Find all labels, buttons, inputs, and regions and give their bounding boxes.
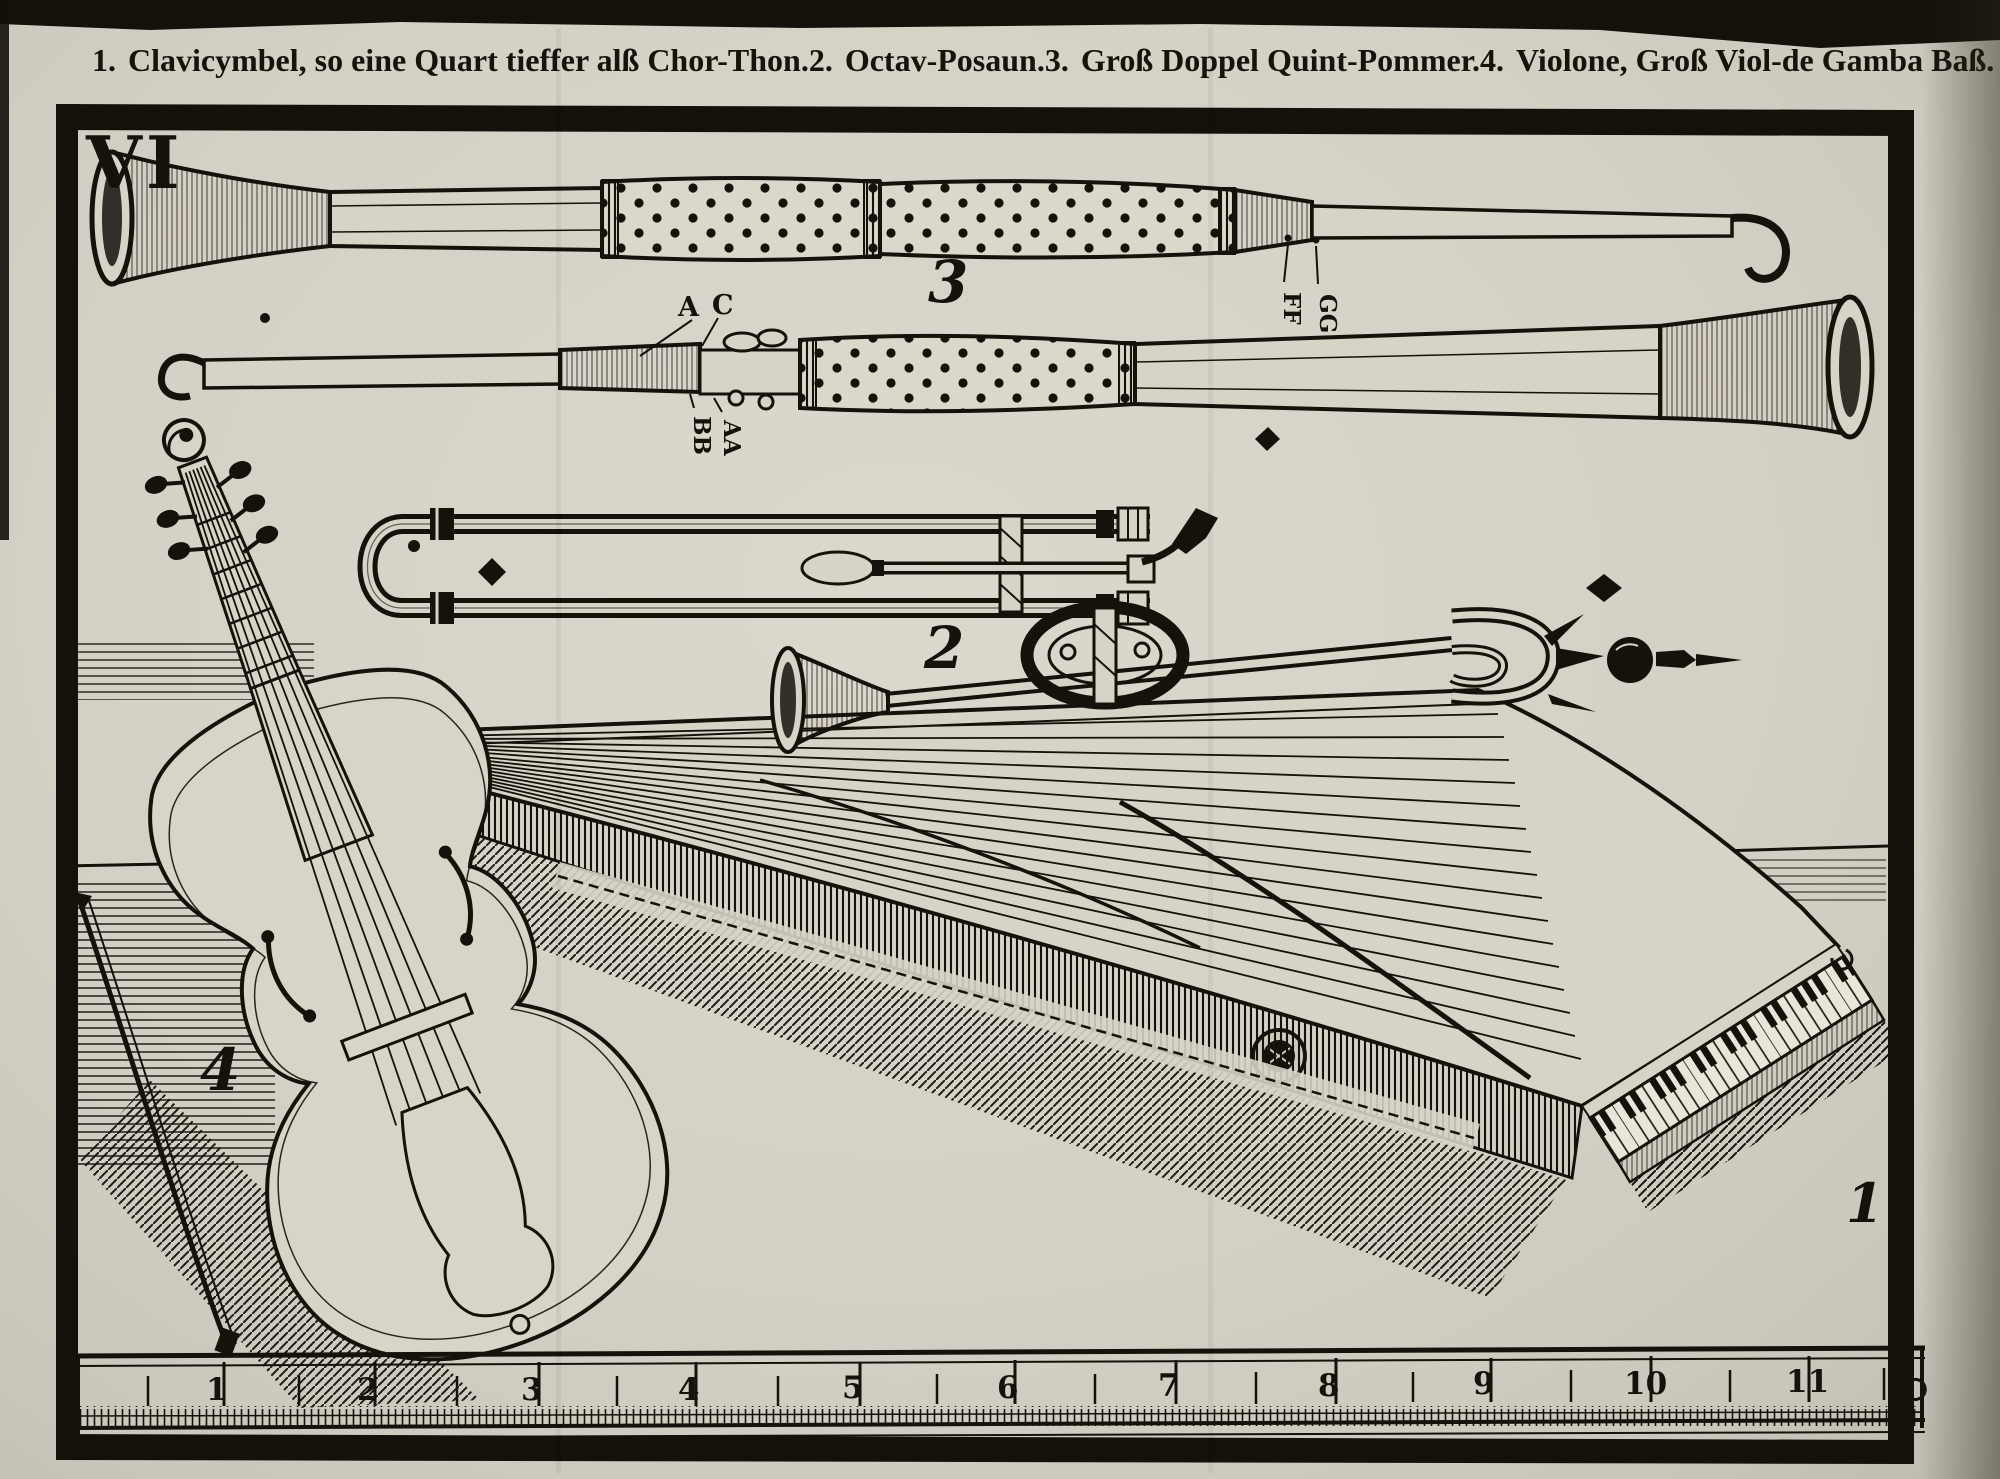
tailpiece	[400, 1085, 555, 1318]
ruler-half-ticks	[146, 1368, 1886, 1406]
hole-letter-c: C	[712, 290, 734, 321]
posaun-number: 2	[923, 614, 964, 682]
pommer-joint	[558, 341, 702, 395]
pommer-body	[1133, 323, 1662, 421]
hole-letter-ff: FF	[1278, 292, 1305, 325]
caption-item-posaun: 2. Octav-Posaun.	[809, 42, 1045, 79]
pommer-crook-tube	[1310, 204, 1734, 240]
svg-text:5: 5	[842, 1370, 864, 1406]
hitch-rail	[759, 778, 1201, 950]
caption-number: 1.	[92, 42, 116, 78]
bridge	[1118, 799, 1532, 1081]
svg-text:11: 11	[1786, 1364, 1829, 1400]
strings	[397, 713, 1582, 1060]
pommer-bell	[1658, 297, 1848, 437]
bell-bow-stay	[1020, 600, 1190, 710]
caption-text: Clavicymbel, so eine Quart tieffer alß C…	[128, 42, 809, 78]
violone-body-group	[144, 418, 670, 1362]
pommer-joint	[1233, 187, 1314, 255]
caption-text: Octav-Posaun.	[844, 42, 1045, 78]
hole-letter-aa: AA	[718, 419, 745, 457]
caption-item-pommer: 3. Groß Doppel Quint-Pommer.	[1045, 42, 1480, 79]
front-ornament-scrollwork	[557, 874, 1475, 1140]
ink-spots	[260, 313, 1622, 602]
bell-curl-finial	[1449, 607, 1742, 712]
gross-pommer-lower-illustration: A C BB AA	[157, 290, 1875, 457]
slide-ferrule	[430, 592, 454, 624]
slide-ferrule	[430, 508, 454, 540]
violone-illustration: 4	[74, 418, 670, 1408]
caption-number: 2.	[808, 42, 833, 78]
pommer-number: 3	[928, 248, 968, 316]
pommer-crook-hook	[1731, 213, 1790, 283]
pommer-crook-tube	[202, 352, 562, 390]
plate-frame	[56, 104, 1914, 1464]
clavicymbel-number: 1	[1846, 1171, 1884, 1235]
caption-text: Groß Doppel Quint-Pommer.	[1080, 42, 1480, 78]
front-ornament-band	[552, 862, 1480, 1152]
clavicymbel-illustration: 1	[368, 687, 1902, 1298]
svg-text:7: 7	[1158, 1368, 1180, 1404]
hole-letter-bb: BB	[688, 416, 715, 455]
fingerboard	[248, 668, 375, 863]
hole-letter-a: A	[677, 292, 700, 323]
bow-frog	[214, 1327, 240, 1357]
pegbox-scroll	[161, 418, 206, 463]
caption-item-violone: 4. Violone, Groß Viol-de Gamba Baß.	[1480, 42, 1994, 79]
caption: 1. Clavicymbel, so eine Quart tieffer al…	[92, 42, 1994, 79]
svg-text:8: 8	[1318, 1368, 1340, 1404]
end-button	[509, 1313, 531, 1335]
bridge	[339, 992, 475, 1062]
bow-tip	[74, 892, 92, 912]
posaun-bell-section	[770, 600, 1742, 754]
svg-text:4: 4	[678, 1372, 700, 1408]
gross-pommer-top-illustration: FF GG 3	[89, 149, 1790, 333]
svg-text:2: 2	[357, 1372, 379, 1408]
svg-text:10: 10	[1624, 1366, 1667, 1402]
svg-text:6: 6	[997, 1370, 1019, 1406]
octav-posaun-illustration: 2	[357, 506, 1742, 754]
f-hole	[261, 845, 474, 1023]
ruler-major-ticks	[222, 1356, 1811, 1406]
clavicymbel-shadow	[368, 810, 1566, 1298]
pommer-keywork	[698, 328, 802, 411]
bow	[74, 892, 240, 1357]
svg-text:1: 1	[206, 1372, 228, 1408]
caption-number: 4.	[1479, 42, 1504, 78]
ruler-numerals: 1 2 3 4 5 6 7 8 9 10 11	[206, 1364, 1829, 1408]
caption-number: 3.	[1044, 42, 1069, 78]
keyboard-shadow	[1630, 1020, 1902, 1212]
hole-letter-gg: GG	[1314, 294, 1341, 333]
posaun-bell	[784, 647, 890, 754]
cheek-scroll	[1830, 948, 1854, 971]
svg-text:9: 9	[1473, 1366, 1495, 1402]
violone-number: 4	[200, 1036, 240, 1104]
slide-handle	[800, 550, 876, 586]
plate-number: VI	[85, 120, 184, 205]
caption-text: Violone, Groß Viol-de Gamba Baß.	[1515, 42, 1995, 78]
mouthpiece	[1141, 508, 1218, 566]
svg-text:3: 3	[521, 1372, 543, 1408]
pommer-crook-hook	[157, 353, 208, 401]
pommer-body	[328, 185, 604, 253]
strings	[184, 465, 482, 1126]
caption-item-clavicymbel: 1. Clavicymbel, so eine Quart tieffer al…	[92, 42, 809, 79]
tuning-pegs	[144, 461, 279, 560]
